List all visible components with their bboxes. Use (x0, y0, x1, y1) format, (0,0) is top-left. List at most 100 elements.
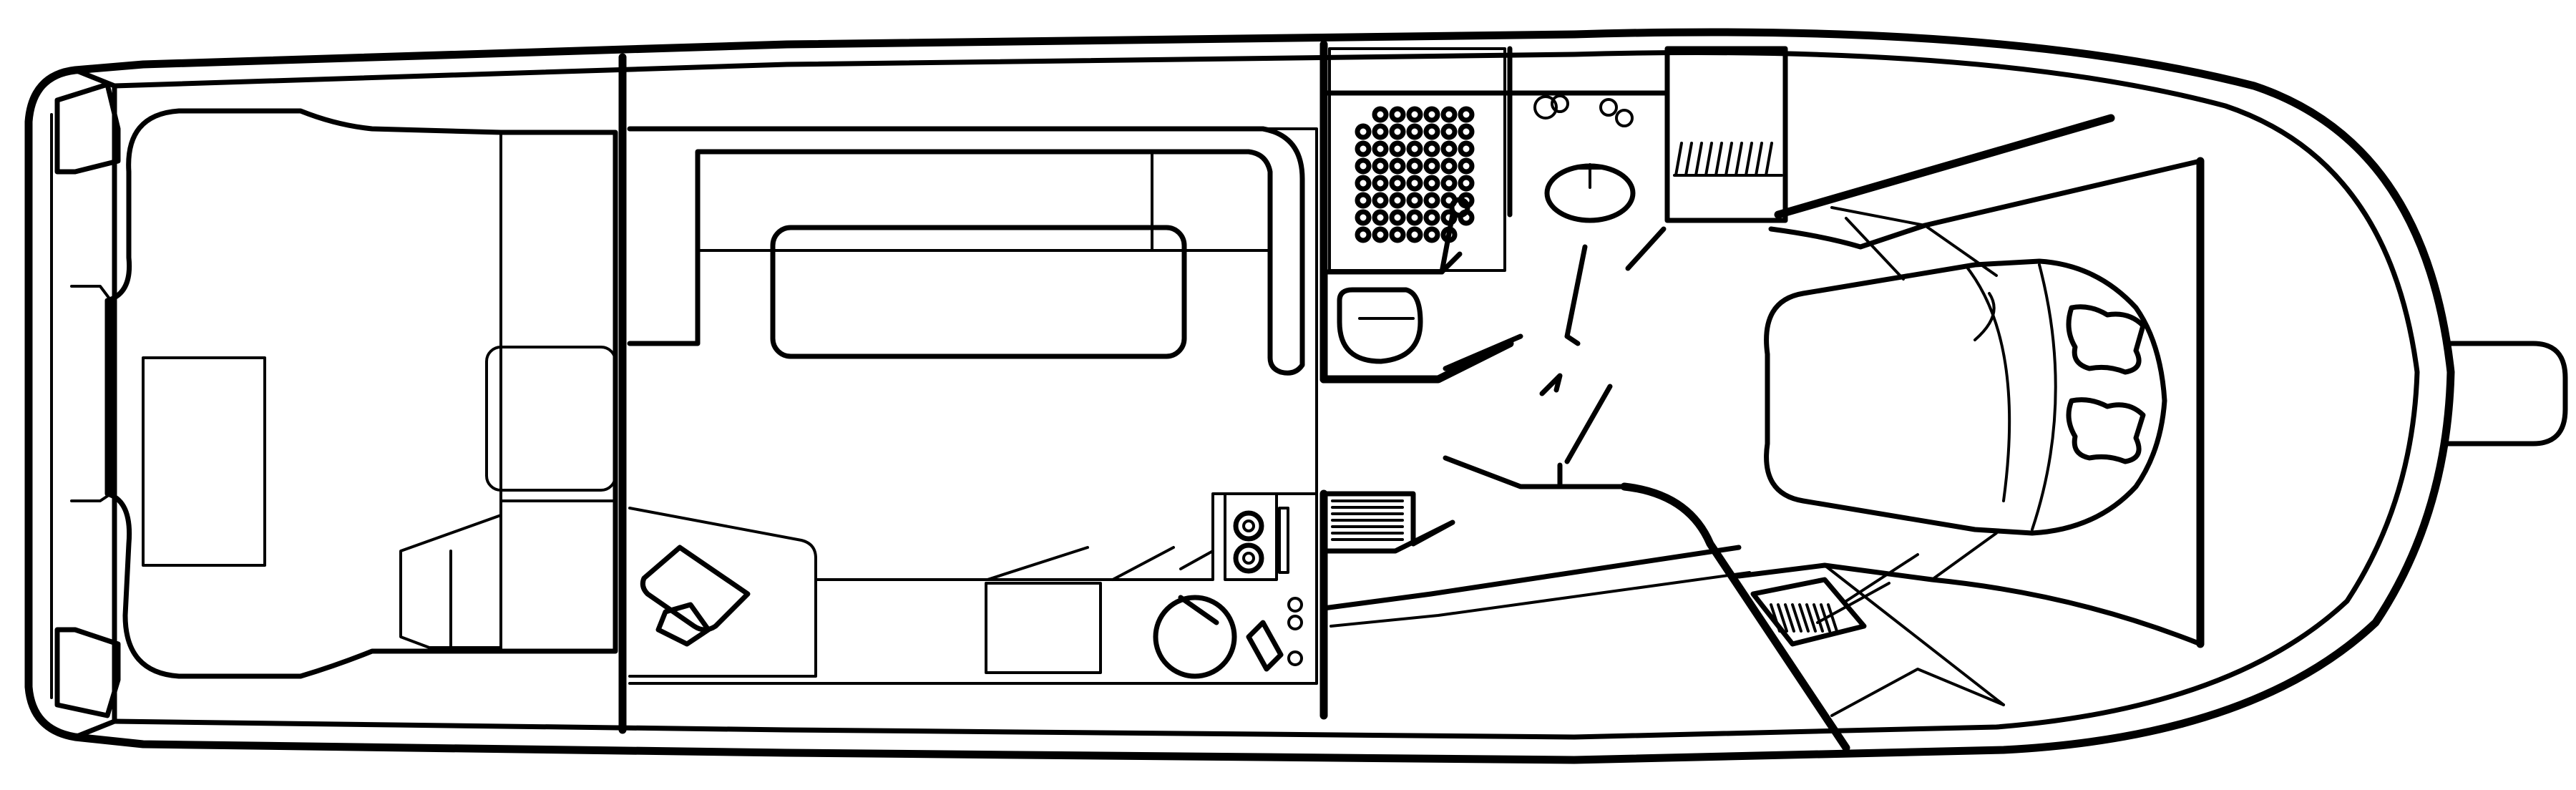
shower-drain-dot (1389, 175, 1406, 192)
shower-drain-dot (1406, 175, 1423, 192)
shower-drain-dot (1440, 226, 1458, 243)
shower-drain-dot (1389, 140, 1406, 157)
forward-stateroom (1736, 114, 2205, 717)
companionway (1321, 244, 1850, 752)
refrigerator (985, 582, 1102, 674)
shower-drain-dot (1355, 209, 1372, 226)
cockpit-swim-platform-step (54, 82, 121, 175)
hanging-locker (1664, 46, 1788, 223)
salon-table (770, 225, 1187, 359)
shower-drain-dot (1355, 175, 1372, 192)
pillow (2066, 397, 2146, 464)
shower-drain-dot (1372, 226, 1389, 243)
shower-drain-dot (1440, 123, 1458, 140)
forward-locker-louvers (1770, 603, 1838, 633)
hanger (1714, 142, 1723, 177)
shower-drain-dot (1355, 140, 1372, 157)
v-berth-mattress (1764, 258, 2167, 536)
stove-burner (1233, 542, 1264, 574)
hanger (1694, 142, 1703, 177)
shower-drain-dot (1389, 192, 1406, 209)
hanger (1674, 142, 1683, 177)
shower-drain-dot (1355, 157, 1372, 175)
shower-drain-dot (1389, 209, 1406, 226)
gunwale-line (112, 50, 2420, 740)
shower-drain-dot (1458, 175, 1475, 192)
shower-drain-dot (1440, 106, 1458, 123)
shower-drain-dot (1423, 175, 1440, 192)
shower-drain-dot (1440, 209, 1458, 226)
shower-drain-dot (1406, 123, 1423, 140)
stove-burner (1233, 510, 1264, 542)
shower-drain-dot (1423, 157, 1440, 175)
cockpit-seat (485, 346, 617, 492)
shower-drain-dot (1372, 140, 1389, 157)
transom (72, 67, 117, 740)
shower-drain-dot (1406, 192, 1423, 209)
shower-drain-dot (1372, 192, 1389, 209)
shower-drain-dot (1440, 140, 1458, 157)
locker-louver (1770, 603, 1781, 633)
shower-drain-dot (1389, 226, 1406, 243)
helm-chair-outline (628, 507, 817, 678)
step-treads (1331, 499, 1404, 541)
shower-stall (1328, 47, 1506, 272)
v-berth (1768, 158, 2203, 250)
shower-drain-dot (1355, 123, 1372, 140)
helm-console (399, 514, 502, 649)
salon (627, 126, 1318, 685)
shower-drain-dot (1458, 140, 1475, 157)
hanger (1704, 142, 1713, 177)
locker-louver (1777, 603, 1788, 633)
shower-drain-dot (1423, 140, 1440, 157)
shower-drain-dot (1406, 157, 1423, 175)
hull-outline (24, 28, 2455, 764)
shower-drain-dot (1458, 157, 1475, 175)
locker-louver (1805, 603, 1817, 633)
hanger (1755, 142, 1763, 177)
shower-drain-dot (1372, 209, 1389, 226)
hanger (1765, 142, 1773, 177)
hanger (1684, 142, 1693, 177)
helm-chair (640, 545, 751, 633)
shower-drain-dot (1406, 140, 1423, 157)
locker-louver (1798, 603, 1810, 633)
shower-drain-dot (1423, 192, 1440, 209)
shower-drain-dot (1372, 175, 1389, 192)
head (1319, 40, 1788, 720)
shower-drain-dot (1406, 106, 1423, 123)
galley-stove (1224, 492, 1278, 581)
shower-drain-dot (1355, 192, 1372, 209)
locker-louver (1784, 603, 1795, 633)
hanger (1745, 142, 1753, 177)
cockpit (54, 82, 618, 718)
toilet (1337, 287, 1423, 364)
hanger (1724, 142, 1733, 177)
galley-sink (1153, 595, 1237, 679)
hull (24, 28, 2568, 764)
shower-drain-dot (1458, 123, 1475, 140)
shower-drain-dot (1423, 226, 1440, 243)
shower-drain-dot (1458, 106, 1475, 123)
locker-louver (1791, 603, 1802, 633)
locker-louver (1813, 603, 1824, 633)
shower-drain-dot (1423, 123, 1440, 140)
shower-drain-dot (1389, 157, 1406, 175)
pillow (2066, 304, 2146, 375)
shower-drain-dot (1372, 106, 1389, 123)
shower-drain-dot (1372, 123, 1389, 140)
shower-drain-dot (1389, 106, 1406, 123)
salon-settee (627, 126, 1305, 376)
locker-louver (1827, 603, 1838, 633)
bow-pulpit (2398, 341, 2568, 447)
shower-drain-dot (1440, 157, 1458, 175)
shower-drain-dot (1372, 157, 1389, 175)
shower-drain-dot (1423, 106, 1440, 123)
hanger (1735, 142, 1743, 177)
shower-drain-dot (1355, 226, 1372, 243)
shower-drain-dot (1423, 209, 1440, 226)
galley-faucet (1246, 620, 1284, 672)
cockpit-hatch (142, 356, 266, 567)
shower-drain-dot (1406, 226, 1423, 243)
